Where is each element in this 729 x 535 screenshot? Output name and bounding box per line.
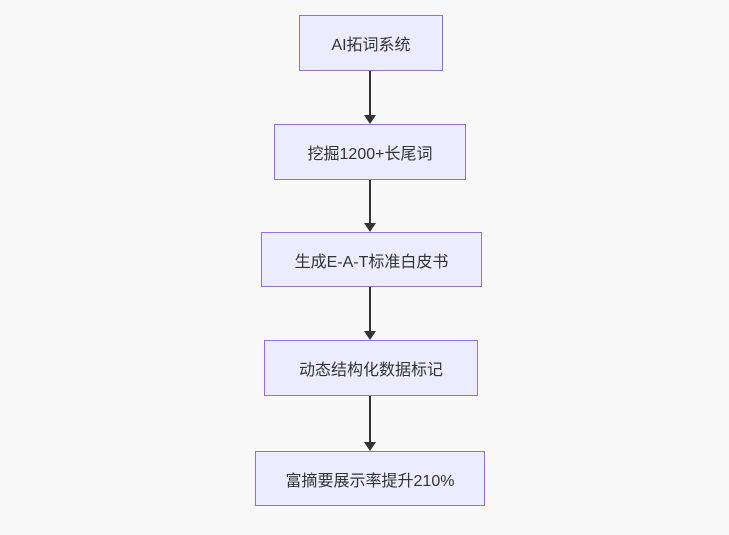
node-label: 挖掘1200+长尾词 xyxy=(307,146,433,163)
node-label: 生成E-A-T标准白皮书 xyxy=(294,253,449,271)
flowchart-node-eat-whitepaper: 生成E-A-T标准白皮书 xyxy=(261,232,482,287)
node-label: 动态结构化数据标记 xyxy=(298,362,443,379)
edge-line xyxy=(369,71,371,117)
node-label: AI拓词系统 xyxy=(331,37,411,54)
flowchart-node-structured-data: 动态结构化数据标记 xyxy=(264,340,478,396)
arrowhead-down-icon xyxy=(364,331,376,340)
flowchart-edge-3 xyxy=(363,287,377,340)
flowchart-edge-4 xyxy=(363,396,377,451)
arrowhead-down-icon xyxy=(364,223,376,232)
flowchart-node-longtail-keywords: 挖掘1200+长尾词 xyxy=(274,124,466,180)
edge-line xyxy=(369,287,371,333)
edge-line xyxy=(369,396,371,444)
flowchart-edge-1 xyxy=(363,71,377,124)
arrowhead-down-icon xyxy=(364,442,376,451)
flowchart-edge-2 xyxy=(363,180,377,232)
flowchart-node-ai-word-expansion: AI拓词系统 xyxy=(299,15,443,71)
flowchart-node-rich-snippet-result: 富摘要展示率提升210% xyxy=(255,451,485,506)
node-label: 富摘要展示率提升210% xyxy=(285,472,455,490)
arrowhead-down-icon xyxy=(364,115,376,124)
edge-line xyxy=(369,180,371,225)
